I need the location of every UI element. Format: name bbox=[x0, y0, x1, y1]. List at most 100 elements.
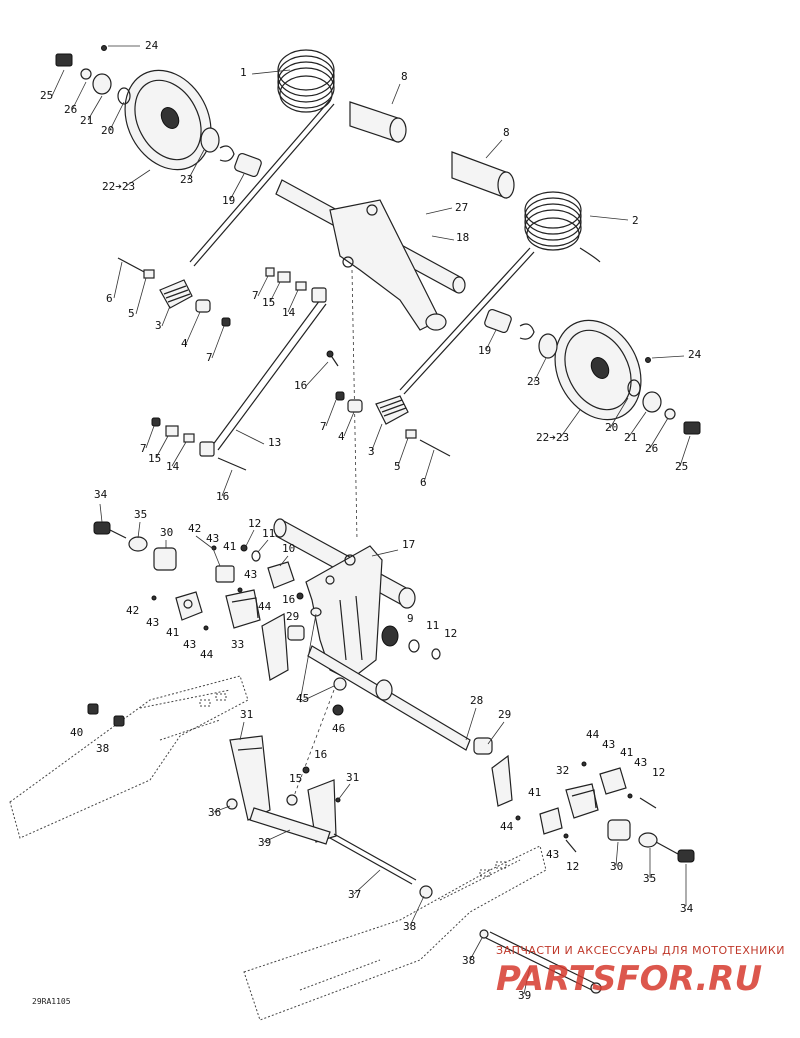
part-label: 16 bbox=[294, 379, 307, 392]
part-label: 31 bbox=[240, 708, 253, 721]
part-label: 15 bbox=[262, 296, 275, 309]
part-label: 38 bbox=[462, 954, 475, 967]
part-label: 16 bbox=[314, 748, 327, 761]
right-rail bbox=[243, 845, 547, 1021]
part-label: 43 bbox=[546, 848, 559, 861]
part-label: 41 bbox=[528, 786, 541, 799]
part-label: 12 bbox=[248, 517, 261, 530]
part-label: 23 bbox=[527, 375, 540, 388]
watermark: ЗАПЧАСТИ И АКСЕССУАРЫ ДЛЯ МОТОТЕХНИКИ PA… bbox=[496, 944, 785, 999]
part-label: 12 bbox=[652, 766, 665, 779]
part-label: 12 bbox=[444, 627, 457, 640]
bushing-45-46 bbox=[293, 677, 347, 797]
part-label: 45 bbox=[296, 692, 309, 705]
torsion-spring-1 bbox=[189, 49, 335, 267]
part-label: 23 bbox=[180, 173, 193, 186]
link-rod-13 bbox=[211, 299, 327, 451]
part-label: 26 bbox=[645, 442, 658, 455]
part-label: 15 bbox=[289, 772, 302, 785]
part-label: 11 bbox=[426, 619, 439, 632]
part-label: 27 bbox=[455, 201, 468, 214]
part-label: 9 bbox=[407, 612, 414, 625]
part-label: 7 bbox=[206, 351, 213, 364]
left-rail bbox=[9, 675, 249, 839]
part-label: 30 bbox=[160, 526, 173, 539]
part-label: 33 bbox=[231, 638, 244, 651]
part-label: 20 bbox=[605, 421, 618, 434]
upper-left-idler-wheel bbox=[55, 45, 262, 178]
part-label: 34 bbox=[680, 902, 694, 915]
part-label: 43 bbox=[634, 756, 647, 769]
part-label: 42 bbox=[126, 604, 139, 617]
part-label: 43 bbox=[146, 616, 159, 629]
rear-shaft-39 bbox=[479, 929, 602, 994]
part-label: 41 bbox=[166, 626, 179, 639]
part-label: 15 bbox=[148, 452, 161, 465]
part-label: 43 bbox=[183, 638, 196, 651]
part-label: 6 bbox=[106, 292, 113, 305]
part-label: 44 bbox=[500, 820, 514, 833]
part-label: 4 bbox=[181, 337, 188, 350]
part-label: 43 bbox=[244, 568, 257, 581]
nuts-38-40 bbox=[87, 703, 125, 727]
part-label: 36 bbox=[208, 806, 221, 819]
part-label: 40 bbox=[70, 726, 83, 739]
right-stopper-assembly bbox=[491, 754, 695, 863]
part-label: 6 bbox=[420, 476, 427, 489]
part-label: 21 bbox=[80, 114, 93, 127]
torsion-spring-2 bbox=[399, 191, 601, 395]
cam-block-3-right bbox=[335, 391, 451, 457]
part-label: 21 bbox=[624, 431, 637, 444]
part-label: 43 bbox=[602, 738, 615, 751]
part-label: 39 bbox=[258, 836, 271, 849]
part-label: 12 bbox=[566, 860, 579, 873]
part-label: 10 bbox=[282, 542, 295, 555]
leader-lines bbox=[51, 45, 691, 995]
part-label: 38 bbox=[96, 742, 109, 755]
part-label: 16 bbox=[216, 490, 229, 503]
drawing-code: 29RA1105 bbox=[32, 997, 71, 1006]
part-label: 4 bbox=[338, 430, 345, 443]
part-label: 7 bbox=[252, 289, 259, 302]
part-label: 14 bbox=[282, 306, 296, 319]
part-label: 42 bbox=[188, 522, 201, 535]
part-label: 46 bbox=[332, 722, 345, 735]
upper-right-idler-wheel bbox=[484, 308, 701, 435]
part-label: 18 bbox=[456, 231, 469, 244]
bushing-9-and-washers bbox=[381, 625, 441, 660]
part-label: 31 bbox=[346, 771, 359, 784]
upper-arm-shaft-18 bbox=[275, 179, 466, 331]
part-label: 7 bbox=[140, 442, 147, 455]
part-label: 44 bbox=[258, 600, 272, 613]
part-label: 8 bbox=[503, 126, 510, 139]
part-label: 14 bbox=[166, 460, 180, 473]
sleeve-8-lower bbox=[451, 151, 515, 199]
part-label: 30 bbox=[610, 860, 623, 873]
part-label: 7 bbox=[320, 420, 327, 433]
part-label: 20 bbox=[101, 124, 114, 137]
lower-link-hardware bbox=[151, 417, 247, 471]
part-label: 38 bbox=[403, 920, 416, 933]
part-label: 25 bbox=[675, 460, 688, 473]
part-label: 34 bbox=[94, 488, 108, 501]
sleeve-8-upper bbox=[349, 101, 407, 143]
bracket-29-left bbox=[261, 592, 322, 681]
part-label: 19 bbox=[222, 194, 235, 207]
part-label: 26 bbox=[64, 103, 77, 116]
part-label: 37 bbox=[348, 888, 361, 901]
watermark-tagline: ЗАПЧАСТИ И АКСЕССУАРЫ ДЛЯ МОТОТЕХНИКИ bbox=[496, 944, 785, 957]
part-label: 3 bbox=[155, 319, 162, 332]
part-label: 22➔23 bbox=[102, 180, 135, 193]
cam-block-3-left bbox=[117, 257, 339, 367]
part-label: 35 bbox=[643, 872, 656, 885]
rear-shaft-28 bbox=[307, 645, 493, 755]
part-label: 44 bbox=[586, 728, 600, 741]
part-label: 39 bbox=[518, 989, 531, 1002]
watermark-logo: PARTSFOR.RU bbox=[496, 959, 762, 999]
part-label: 41 bbox=[223, 540, 236, 553]
part-label: 24 bbox=[145, 39, 159, 52]
part-label: 43 bbox=[206, 532, 219, 545]
part-label: 22➔23 bbox=[536, 431, 569, 444]
